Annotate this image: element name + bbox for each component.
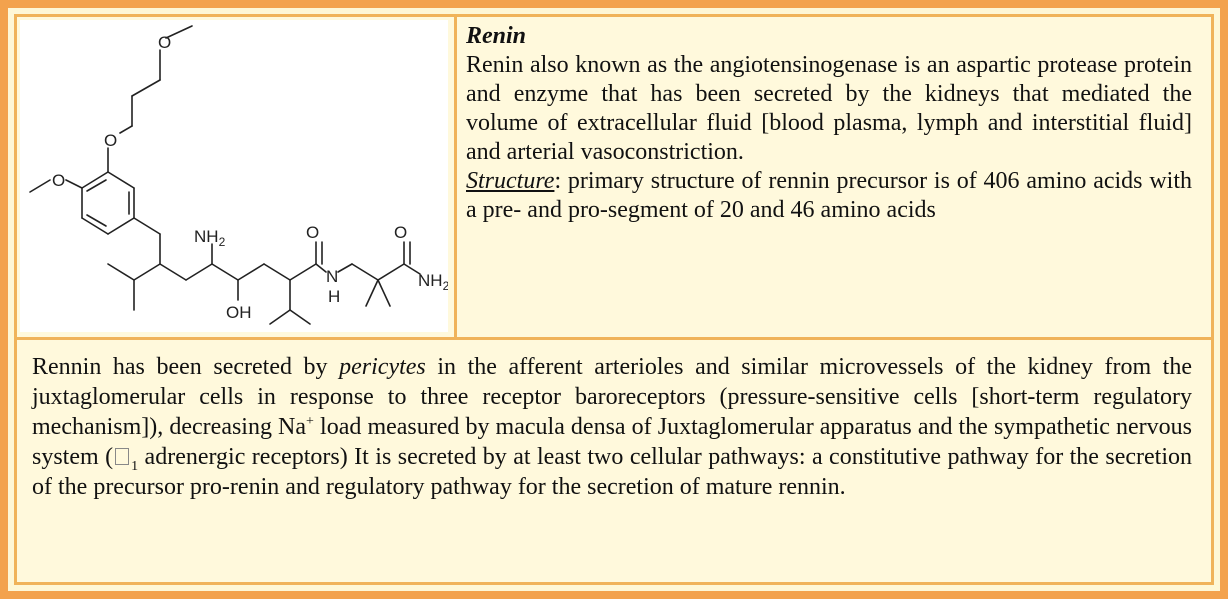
amine-label: NH2 <box>194 227 226 249</box>
amide-nitrogen-label: N <box>326 267 338 286</box>
receptor-subscript: 1 <box>131 458 139 474</box>
body-text-span: in the afferent arterioles and similar m… <box>32 354 1193 440</box>
pericytes-term: pericytes <box>339 354 426 380</box>
oxygen-label: O <box>158 33 171 52</box>
body-text-span: load measured by macula densa of Juxtagl… <box>32 414 1192 470</box>
molecule-structure-image: O O O NH2 O O OH N H NH2 <box>20 20 448 332</box>
oxygen-label: O <box>306 223 319 242</box>
structure-label: Structure <box>466 168 555 194</box>
body-text-span: Rennin has been secreted by <box>32 354 340 380</box>
row-divider <box>14 337 1214 340</box>
structure-paragraph: Structure: primary structure of rennin p… <box>466 167 1192 225</box>
aliskiren-structure-svg: O O O NH2 O O OH N H NH2 <box>29 25 448 325</box>
description-paragraph: Renin also known as the angiotensinogena… <box>466 52 1192 165</box>
oxygen-label: O <box>104 131 117 150</box>
hydroxyl-label: OH <box>226 303 252 322</box>
section-title: Renin <box>466 23 527 49</box>
terminal-amine-label: NH2 <box>418 271 448 293</box>
body-text-span: adrenergic receptors) It is secreted by … <box>32 444 1193 500</box>
oxygen-label: O <box>52 171 65 190</box>
secretion-paragraph: Rennin has been secreted by pericytes in… <box>32 352 1192 502</box>
structure-text: : primary structure of rennin precursor … <box>466 168 1192 223</box>
amide-hydrogen-label: H <box>328 287 340 306</box>
sodium-charge: + <box>306 414 314 429</box>
column-divider <box>454 14 457 338</box>
missing-glyph-icon <box>115 448 130 465</box>
oxygen-label: O <box>394 223 407 242</box>
renin-description: Renin Renin also known as the angiotensi… <box>466 22 1192 225</box>
